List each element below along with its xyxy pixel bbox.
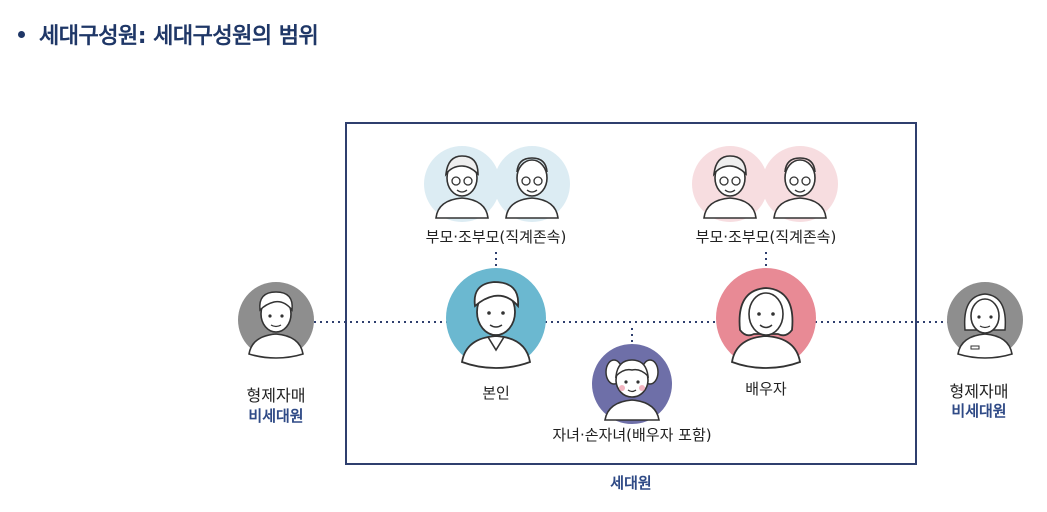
right-parents-icon: [692, 146, 838, 222]
left-sibling-status: 비세대원: [226, 405, 326, 426]
left-sibling-icon: [238, 282, 314, 358]
self-icon: [446, 268, 546, 368]
left-parents-icon: [424, 146, 570, 222]
left-parents-label: 부모·조부모(직계존속): [416, 226, 576, 247]
left-sibling-label: 형제자매: [226, 382, 326, 406]
spouse-label: 배우자: [731, 378, 801, 399]
spouse-icon: [716, 268, 816, 368]
child-icon: [592, 344, 672, 424]
children-label: 자녀·손자녀(배우자 포함): [537, 424, 727, 445]
household-label: 세대원: [586, 472, 676, 493]
right-sibling-label: 형제자매: [929, 378, 1029, 402]
right-sibling-status: 비세대원: [929, 400, 1029, 421]
self-label: 본인: [466, 382, 526, 403]
right-parents-label: 부모·조부모(직계존속): [686, 226, 846, 247]
right-sibling-icon: [947, 282, 1023, 358]
